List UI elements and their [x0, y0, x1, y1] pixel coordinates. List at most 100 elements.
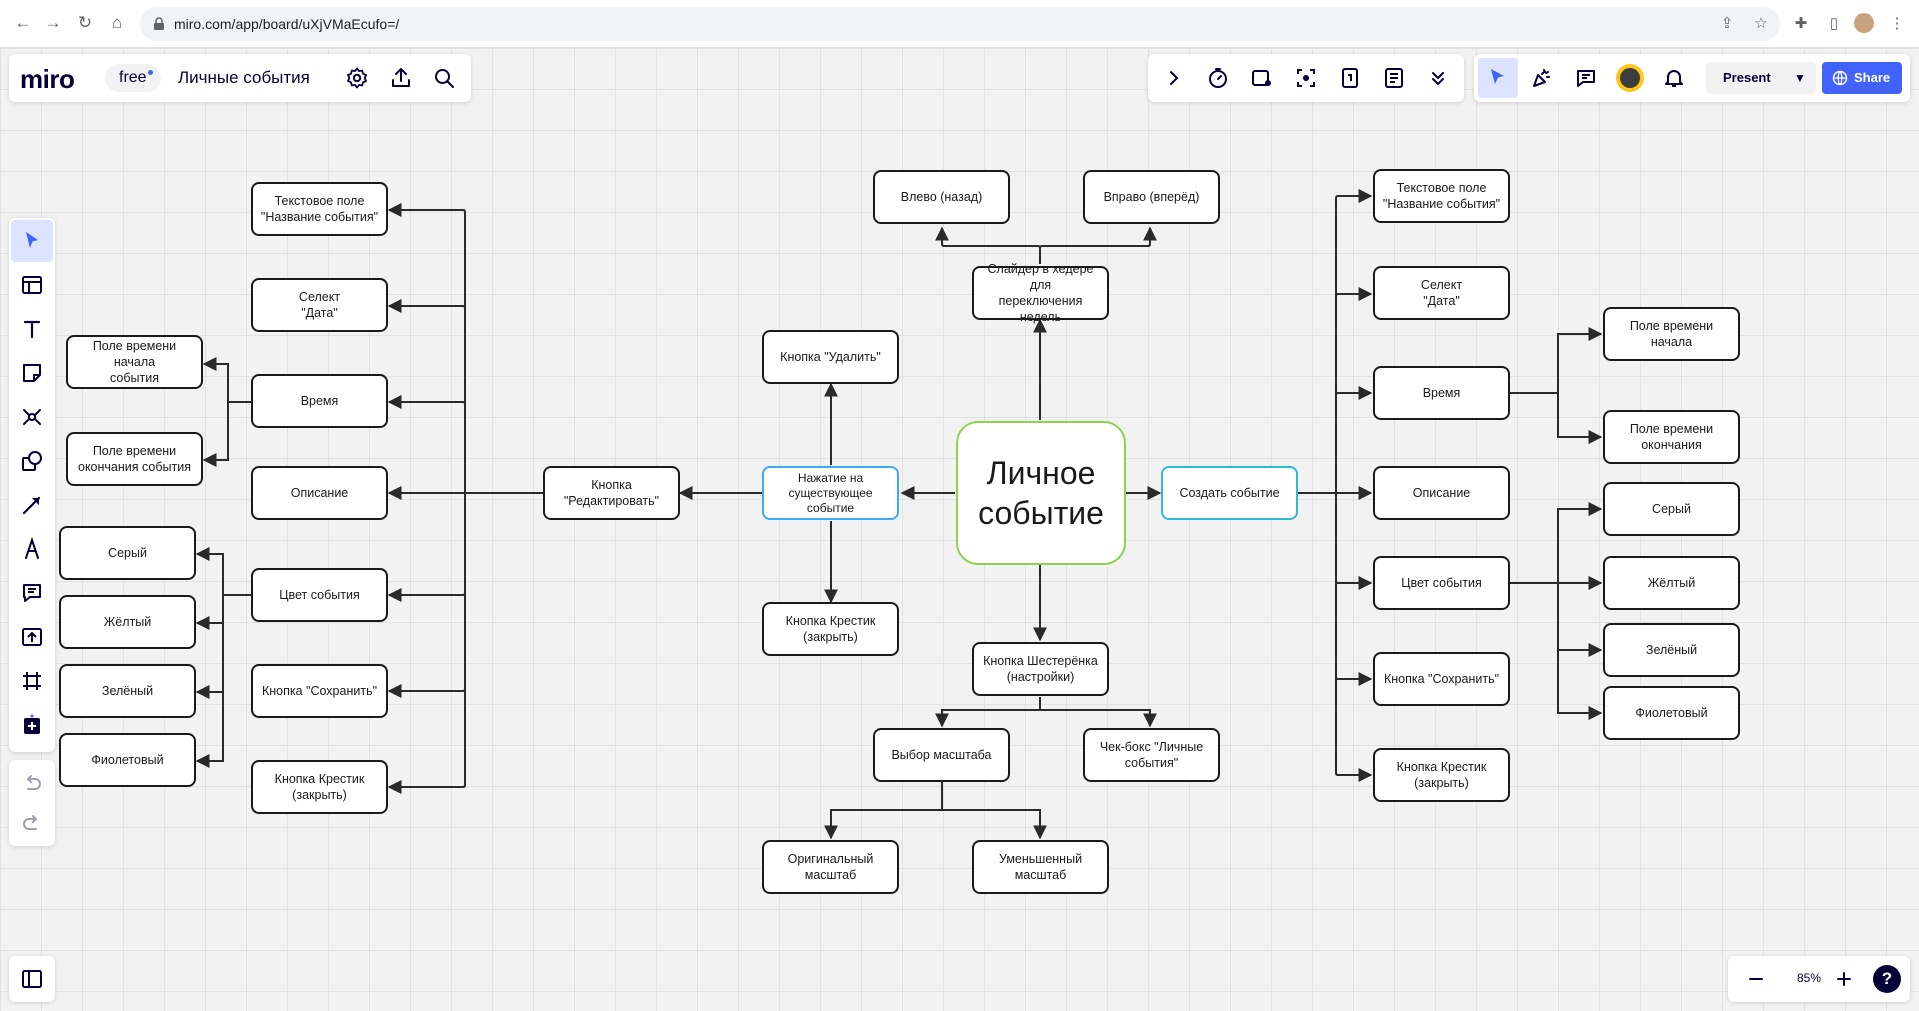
create-close-button[interactable]: Кнопка Крестик (закрыть)	[1373, 748, 1510, 802]
zoom-in-icon[interactable]	[1832, 967, 1856, 991]
zoom-level[interactable]: 85%	[1797, 971, 1822, 985]
comment-icon[interactable]	[20, 581, 44, 605]
sidebar-panel-icon	[22, 970, 42, 988]
video-chat-icon[interactable]	[1250, 66, 1274, 90]
collaboration-tools	[1148, 54, 1464, 102]
notifications-bell-icon[interactable]	[1662, 66, 1686, 90]
present-button[interactable]: Present ▼	[1706, 62, 1816, 94]
shapes-icon[interactable]	[20, 449, 44, 473]
node-week-slider[interactable]: Слайдер в хедере для переключения недель	[972, 262, 1109, 324]
undo-redo-panel	[9, 760, 55, 846]
profile-avatar[interactable]	[1853, 12, 1875, 34]
edit-time[interactable]: Время	[251, 374, 388, 428]
user-avatar[interactable]	[1616, 64, 1644, 92]
notes-icon[interactable]	[1382, 66, 1406, 90]
create-time-start[interactable]: Поле времени начала	[1603, 307, 1740, 361]
edit-time-start[interactable]: Поле времени начала события	[66, 335, 203, 389]
create-color-violet[interactable]: Фиолетовый	[1603, 686, 1740, 740]
edit-date-select[interactable]: Селект "Дата"	[251, 278, 388, 332]
node-right-forward[interactable]: Вправо (вперёд)	[1083, 170, 1220, 224]
upload-icon[interactable]	[20, 625, 44, 649]
home-icon[interactable]: ⌂	[111, 13, 123, 32]
browser-menu-icon[interactable]: ⋮	[1889, 15, 1905, 32]
create-save-button[interactable]: Кнопка "Сохранить"	[1373, 652, 1510, 706]
timer-icon[interactable]	[1206, 66, 1230, 90]
edit-color-violet[interactable]: Фиолетовый	[59, 733, 196, 787]
settings-gear-icon[interactable]	[345, 66, 369, 90]
edit-color-green[interactable]: Зелёный	[59, 664, 196, 718]
comments-icon[interactable]	[1574, 66, 1598, 90]
templates-icon[interactable]	[20, 273, 44, 297]
miro-logo[interactable]: miro	[20, 64, 75, 94]
plan-badge[interactable]: free	[105, 64, 161, 92]
node-personal-checkbox[interactable]: Чек-бокс "Личные события"	[1083, 728, 1220, 782]
reload-icon[interactable]: ↻	[77, 13, 93, 32]
node-edit-button[interactable]: Кнопка "Редактировать"	[543, 466, 680, 520]
address-bar[interactable]: miro.com/app/board/uXjVMaEcufo=/	[140, 7, 1780, 41]
node-original-scale[interactable]: Оригинальный масштаб	[762, 840, 899, 894]
back-icon[interactable]: ←	[14, 13, 32, 32]
board-canvas[interactable]: Личное событие Влево (назад) Вправо (впе…	[0, 48, 1919, 1011]
chevron-down-icon[interactable]: ▼	[1794, 71, 1806, 85]
double-chevron-down-icon[interactable]	[1426, 66, 1450, 90]
node-gear-settings[interactable]: Кнопка Шестерёнка (настройки)	[972, 642, 1109, 696]
redo-icon[interactable]	[20, 811, 44, 835]
sticky-note-icon[interactable]	[20, 361, 44, 385]
frame-icon[interactable]	[20, 669, 44, 693]
reactions-cursor-button[interactable]	[1478, 58, 1518, 98]
url-text: miro.com/app/board/uXjVMaEcufo=/	[174, 16, 400, 32]
side-panel-icon[interactable]: ▯	[1829, 15, 1839, 32]
share-page-icon[interactable]: ⇪	[1720, 15, 1734, 32]
plan-label: free	[119, 69, 147, 86]
create-description[interactable]: Описание	[1373, 466, 1510, 520]
celebrate-icon[interactable]	[1530, 66, 1554, 90]
create-date-select[interactable]: Селект "Дата"	[1373, 266, 1510, 320]
search-icon[interactable]	[432, 66, 456, 90]
create-time-end[interactable]: Поле времени окончания	[1603, 410, 1740, 464]
bookmark-star-icon[interactable]: ☆	[1754, 15, 1768, 32]
edit-color[interactable]: Цвет события	[251, 568, 388, 622]
create-color[interactable]: Цвет события	[1373, 556, 1510, 610]
forward-icon[interactable]: →	[44, 13, 62, 32]
node-left-back[interactable]: Влево (назад)	[873, 170, 1010, 224]
board-title[interactable]: Личные события	[178, 68, 310, 87]
node-scale-select[interactable]: Выбор масштаба	[873, 728, 1010, 782]
connector	[1510, 327, 1603, 394]
more-apps-icon[interactable]	[20, 713, 44, 737]
create-title-field[interactable]: Текстовое поле "Название события"	[1373, 169, 1510, 223]
node-existing-event[interactable]: Нажатие на существующее событие	[762, 466, 899, 520]
edit-time-end[interactable]: Поле времени окончания события	[66, 432, 203, 486]
mind-map-icon[interactable]	[20, 405, 44, 429]
share-button[interactable]: Share	[1822, 62, 1902, 94]
select-icon[interactable]	[20, 229, 44, 253]
connection-line-icon[interactable]	[20, 493, 44, 517]
voting-icon[interactable]	[1338, 66, 1362, 90]
create-color-gray[interactable]: Серый	[1603, 482, 1740, 536]
edit-title-field[interactable]: Текстовое поле "Название события"	[251, 182, 388, 236]
node-delete-button[interactable]: Кнопка "Удалить"	[762, 330, 899, 384]
node-create-event[interactable]: Создать событие	[1161, 466, 1298, 520]
undo-icon[interactable]	[20, 771, 44, 795]
pen-icon[interactable]	[20, 537, 44, 561]
create-time[interactable]: Время	[1373, 366, 1510, 420]
focus-frame-icon[interactable]	[1294, 66, 1318, 90]
connector	[387, 395, 466, 493]
node-reduced-scale[interactable]: Уменьшенный масштаб	[972, 840, 1109, 894]
edit-description[interactable]: Описание	[251, 466, 388, 520]
edit-close-button[interactable]: Кнопка Крестик (закрыть)	[251, 760, 388, 814]
frames-panel-toggle[interactable]	[9, 956, 55, 1002]
center-node[interactable]: Личное событие	[956, 421, 1126, 565]
help-icon[interactable]: ?	[1873, 965, 1901, 993]
create-color-yellow[interactable]: Жёлтый	[1603, 556, 1740, 610]
text-icon[interactable]	[20, 317, 44, 341]
edit-save-button[interactable]: Кнопка "Сохранить"	[251, 664, 388, 718]
zoom-out-icon[interactable]	[1744, 967, 1768, 991]
extensions-icon[interactable]: ✚	[1794, 15, 1808, 32]
export-upload-icon[interactable]	[389, 66, 413, 90]
edit-color-gray[interactable]: Серый	[59, 526, 196, 580]
connector	[387, 493, 466, 794]
edit-color-yellow[interactable]: Жёлтый	[59, 595, 196, 649]
chevron-right-icon[interactable]	[1162, 66, 1186, 90]
create-color-green[interactable]: Зелёный	[1603, 623, 1740, 677]
node-existing-close[interactable]: Кнопка Крестик (закрыть)	[762, 602, 899, 656]
